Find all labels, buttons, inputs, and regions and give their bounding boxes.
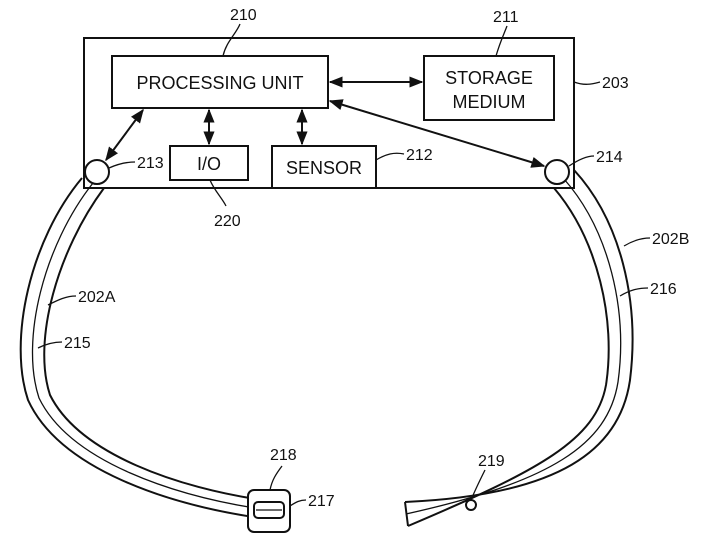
ref-220: 220 (214, 213, 241, 230)
leader-203 (574, 82, 600, 84)
leader-213 (109, 162, 135, 168)
leader-210 (223, 24, 240, 56)
ref-215: 215 (64, 335, 91, 352)
band-right-hole (466, 500, 476, 510)
leader-214 (569, 156, 594, 166)
band-right-inner (408, 188, 609, 526)
leader-211 (496, 26, 507, 56)
leader-220 (210, 180, 226, 206)
storage-medium-label-line1: STORAGE (445, 68, 533, 88)
storage-medium-label-line2: MEDIUM (453, 92, 526, 112)
ref-219: 219 (478, 453, 505, 470)
leader-218 (270, 466, 282, 490)
sensor-label: SENSOR (286, 158, 362, 178)
io-label: I/O (197, 154, 221, 174)
leader-202b (624, 238, 650, 246)
processing-unit-label: PROCESSING UNIT (136, 73, 303, 93)
ref-217: 217 (308, 493, 335, 510)
ref-216: 216 (650, 281, 677, 298)
connector-left (85, 160, 109, 184)
ref-218: 218 (270, 447, 297, 464)
ref-202b: 202B (652, 231, 689, 248)
leader-212 (376, 153, 404, 160)
ref-203: 203 (602, 75, 629, 92)
leader-216 (620, 288, 648, 296)
ref-214: 214 (596, 149, 623, 166)
ref-212: 212 (406, 147, 433, 164)
ref-211: 211 (493, 9, 519, 26)
leader-215 (38, 342, 62, 348)
ref-210: 210 (230, 7, 257, 24)
band-right-outer (405, 170, 633, 502)
wire-right (406, 179, 621, 514)
connector-right (545, 160, 569, 184)
arrow-processing-connector-left (106, 110, 143, 160)
leader-217 (290, 500, 306, 506)
ref-202a: 202A (78, 289, 116, 306)
ref-213: 213 (137, 155, 164, 172)
